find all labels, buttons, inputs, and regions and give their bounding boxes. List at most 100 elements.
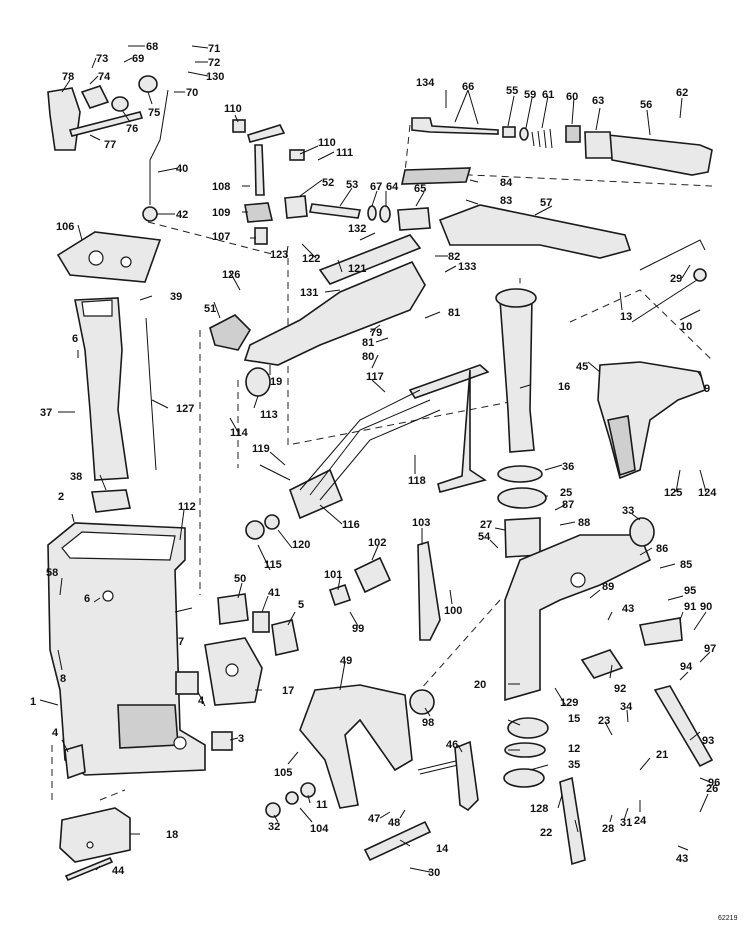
callout-40: 40: [176, 163, 188, 175]
callout-96: 96: [708, 777, 720, 789]
callout-129: 129: [560, 697, 578, 709]
spring-61: [531, 128, 553, 149]
tube-seal: [91, 489, 131, 513]
disk-98: [409, 689, 435, 715]
clip-110b: [289, 149, 305, 161]
callout-88: 88: [578, 517, 590, 529]
callout-71: 71: [208, 43, 220, 55]
callout-1: 1: [30, 696, 36, 708]
figure-code: 62219: [718, 915, 738, 922]
bushing-27: [504, 517, 541, 558]
callout-12: 12: [568, 743, 580, 755]
washer-59: [519, 127, 529, 141]
callout-98: 98: [422, 717, 434, 729]
nut-115: [245, 520, 265, 540]
grip-sleeve: [584, 131, 613, 159]
callout-81b: 81: [448, 307, 460, 319]
callout-44: 44: [112, 865, 125, 877]
steering-tube: [499, 297, 535, 453]
callout-54: 54: [478, 531, 491, 543]
callout-64: 64: [386, 181, 399, 193]
callout-45: 45: [576, 361, 588, 373]
callout-117: 117: [366, 371, 384, 383]
callout-73: 73: [96, 53, 108, 65]
tiller-shaft: [309, 203, 361, 219]
callout-60: 60: [566, 91, 578, 103]
callout-10: 10: [680, 321, 692, 333]
wire-harness: [259, 389, 441, 501]
washer-64: [379, 205, 391, 223]
callout-63: 63: [592, 95, 604, 107]
callout-18: 18: [166, 829, 178, 841]
clip-74: [80, 85, 110, 109]
swivel-slots: [607, 415, 636, 477]
callout-20: 20: [474, 679, 486, 691]
lock-arm-93: [653, 685, 714, 768]
callout-93: 93: [702, 735, 714, 747]
washer-120: [264, 514, 280, 530]
mount-pad-3: [211, 731, 233, 751]
callout-132: 132: [348, 223, 366, 235]
callout-labels: 1 2 3 4 4 5 6 6 7 8 9 10 11 12 13 14 15 …: [30, 41, 738, 922]
exhaust-housing: [47, 522, 206, 776]
callout-58: 58: [46, 567, 58, 579]
callout-3: 3: [238, 733, 244, 745]
callout-50: 50: [234, 573, 246, 585]
throttle-link: [408, 364, 490, 493]
tilt-rod-29: [639, 239, 706, 271]
callout-24: 24: [634, 815, 647, 827]
callout-4b: 4: [198, 695, 205, 707]
bracket-5: [271, 619, 299, 656]
callout-39: 39: [170, 291, 182, 303]
callout-133: 133: [458, 261, 476, 273]
callout-2: 2: [58, 491, 64, 503]
clamp-lever-46: [454, 740, 479, 812]
callout-110b: 110: [318, 137, 336, 149]
callout-38: 38: [70, 471, 82, 483]
steering-tube-head: [495, 288, 537, 308]
callout-112: 112: [178, 501, 196, 513]
gear-109: [244, 202, 273, 223]
callout-94: 94: [680, 661, 693, 673]
callout-87: 87: [562, 499, 574, 511]
callout-124: 124: [698, 487, 717, 499]
lower-mount-block: [64, 743, 86, 780]
callout-126: 126: [222, 269, 240, 281]
part-101: [328, 583, 352, 607]
callout-41: 41: [268, 587, 280, 599]
callout-8: 8: [60, 673, 66, 685]
callout-95: 95: [684, 585, 696, 597]
plate-92: [580, 649, 624, 679]
callout-30: 30: [428, 867, 440, 879]
knob-10: [693, 268, 707, 282]
callout-16: 16: [558, 381, 570, 393]
bushing-15: [507, 717, 549, 739]
callout-116: 116: [342, 519, 360, 531]
callout-123: 123: [270, 249, 288, 261]
callout-55: 55: [506, 85, 518, 97]
clamp-bracket: [299, 684, 413, 809]
bracket-102: [353, 556, 392, 594]
callout-125: 125: [664, 487, 682, 499]
mount-pad-4: [175, 671, 199, 695]
callout-104: 104: [310, 823, 329, 835]
rubber-mount-113: [245, 367, 271, 397]
callout-31: 31: [620, 817, 632, 829]
shift-rod-103: [417, 540, 441, 641]
callout-4a: 4: [52, 727, 59, 739]
adapter-gasket: [56, 231, 162, 283]
callout-69: 69: [132, 53, 144, 65]
bolt-44: [64, 856, 114, 882]
callout-29: 29: [670, 273, 682, 285]
part-55: [502, 126, 516, 138]
callout-109: 109: [212, 207, 230, 219]
lower-mount-cover: [59, 807, 131, 863]
callout-105: 105: [274, 767, 292, 779]
tiller-pad: [401, 167, 472, 185]
callout-26: 26: [706, 783, 718, 795]
callout-85: 85: [680, 559, 692, 571]
callout-82: 82: [448, 251, 460, 263]
throttle-shaft: [411, 117, 499, 135]
callout-86: 86: [656, 543, 668, 555]
callout-127: 127: [176, 403, 194, 415]
